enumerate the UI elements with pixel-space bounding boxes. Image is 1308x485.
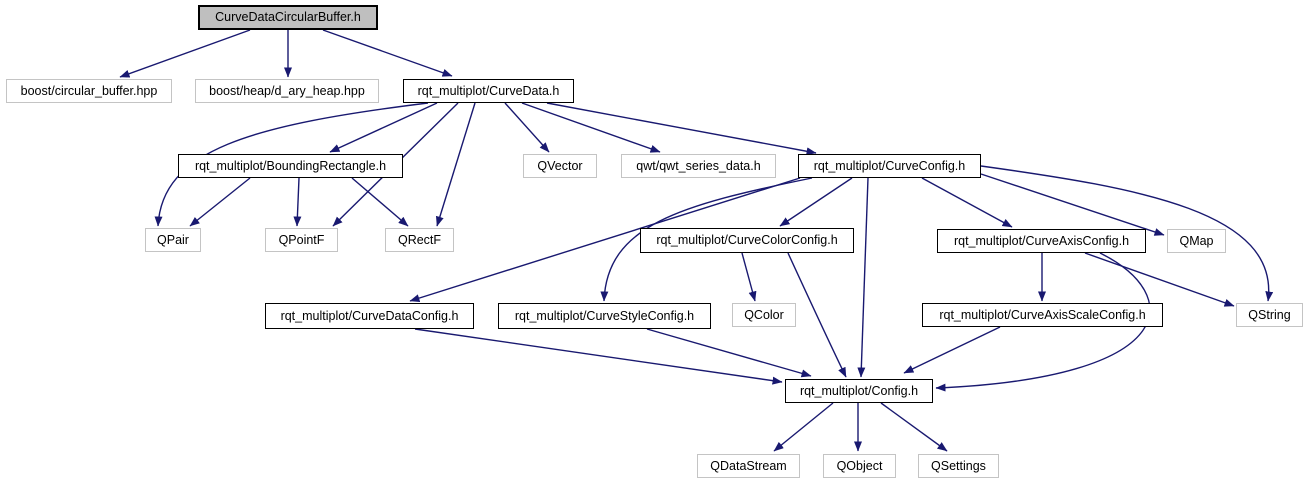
node-curve_data_config[interactable]: rqt_multiplot/CurveDataConfig.h <box>265 303 474 329</box>
node-label: rqt_multiplot/BoundingRectangle.h <box>194 158 387 173</box>
node-label: rqt_multiplot/CurveColorConfig.h <box>656 233 838 248</box>
node-curve_style_config[interactable]: rqt_multiplot/CurveStyleConfig.h <box>498 303 711 329</box>
node-label: QSettings <box>931 458 986 473</box>
node-qpair: QPair <box>145 228 201 252</box>
node-curve_data[interactable]: rqt_multiplot/CurveData.h <box>403 79 574 103</box>
edge-curve_config-qstring <box>980 165 1274 302</box>
node-curve_axis_scale_config[interactable]: rqt_multiplot/CurveAxisScaleConfig.h <box>922 303 1163 327</box>
edge-curve_config-qmap <box>980 173 1165 236</box>
node-label: QVector <box>537 158 583 173</box>
edge-curve_data-qrectf <box>435 102 476 227</box>
edge-curve_axis_scale_config-config <box>903 326 1001 374</box>
edge-curve_data-curve_config <box>546 102 817 156</box>
node-qobject: QObject <box>823 454 896 478</box>
node-qstring: QString <box>1236 303 1303 327</box>
edge-curve_data_config-config <box>414 328 783 385</box>
node-label: boost/heap/d_ary_heap.hpp <box>209 83 365 98</box>
node-qrectf: QRectF <box>385 228 454 252</box>
edge-bounding_rectangle-qpointf <box>293 177 302 227</box>
node-label: rqt_multiplot/CurveAxisConfig.h <box>953 233 1130 248</box>
edge-curve_data_circular_buffer-curve_data <box>322 29 453 77</box>
edge-curve_data_circular_buffer-boost_circular_buffer <box>119 29 251 78</box>
node-qcolor: QColor <box>732 303 796 327</box>
node-label: rqt_multiplot/CurveData.h <box>417 83 560 98</box>
node-label: QRectF <box>397 232 442 247</box>
node-label: QPointF <box>278 232 325 247</box>
edge-curve_color_config-config <box>787 252 847 378</box>
edge-curve_axis_config-config <box>935 252 1151 392</box>
edge-config-qsettings <box>880 402 948 452</box>
node-label: CurveDataCircularBuffer.h <box>215 10 361 25</box>
node-label: rqt_multiplot/CurveConfig.h <box>813 158 966 173</box>
node-label: QDataStream <box>710 458 787 473</box>
node-curve_color_config[interactable]: rqt_multiplot/CurveColorConfig.h <box>640 228 854 253</box>
node-qsettings: QSettings <box>918 454 999 478</box>
node-label: rqt_multiplot/Config.h <box>799 383 919 398</box>
node-label: qwt/qwt_series_data.h <box>636 158 761 173</box>
node-label: QColor <box>744 307 784 322</box>
node-curve_config[interactable]: rqt_multiplot/CurveConfig.h <box>798 154 981 178</box>
node-qpointf: QPointF <box>265 228 338 252</box>
node-label: rqt_multiplot/CurveAxisScaleConfig.h <box>939 307 1146 322</box>
edge-curve_config-curve_color_config <box>779 177 853 227</box>
edge-curve_config-curve_axis_config <box>921 177 1013 228</box>
node-label: QPair <box>157 232 189 247</box>
edge-curve_data-bounding_rectangle <box>329 102 438 153</box>
edge-curve_axis_config-qstring <box>1084 252 1235 307</box>
node-boost_circular_buffer: boost/circular_buffer.hpp <box>6 79 172 103</box>
node-label: boost/circular_buffer.hpp <box>20 83 158 98</box>
node-curve_data_circular_buffer: CurveDataCircularBuffer.h <box>198 5 378 30</box>
edge-curve_config-config <box>857 177 869 378</box>
edge-curve_config-curve_data_config <box>409 177 801 302</box>
edge-curve_data-qpair <box>154 102 429 227</box>
node-bounding_rectangle[interactable]: rqt_multiplot/BoundingRectangle.h <box>178 154 403 178</box>
node-label: QMap <box>1179 233 1214 248</box>
edge-curve_data-qwt_series_data <box>521 102 661 153</box>
edge-curve_color_config-qcolor <box>741 252 757 302</box>
node-config[interactable]: rqt_multiplot/Config.h <box>785 379 933 403</box>
node-label: QObject <box>836 458 883 473</box>
node-curve_axis_config[interactable]: rqt_multiplot/CurveAxisConfig.h <box>937 229 1146 253</box>
node-label: QString <box>1248 307 1291 322</box>
node-qdatastream: QDataStream <box>697 454 800 478</box>
edge-bounding_rectangle-qrectf <box>351 177 409 227</box>
edge-curve_config-curve_style_config <box>600 177 813 302</box>
node-qwt_series_data: qwt/qwt_series_data.h <box>621 154 776 178</box>
edge-curve_data-qvector <box>504 102 550 153</box>
node-boost_d_ary_heap: boost/heap/d_ary_heap.hpp <box>195 79 379 103</box>
node-label: rqt_multiplot/CurveDataConfig.h <box>280 308 459 323</box>
edge-curve_style_config-config <box>646 328 812 378</box>
edge-config-qdatastream <box>773 402 834 452</box>
node-qmap: QMap <box>1167 229 1226 253</box>
node-label: rqt_multiplot/CurveStyleConfig.h <box>514 308 695 323</box>
edge-bounding_rectangle-qpair <box>189 177 251 227</box>
node-qvector: QVector <box>523 154 597 178</box>
